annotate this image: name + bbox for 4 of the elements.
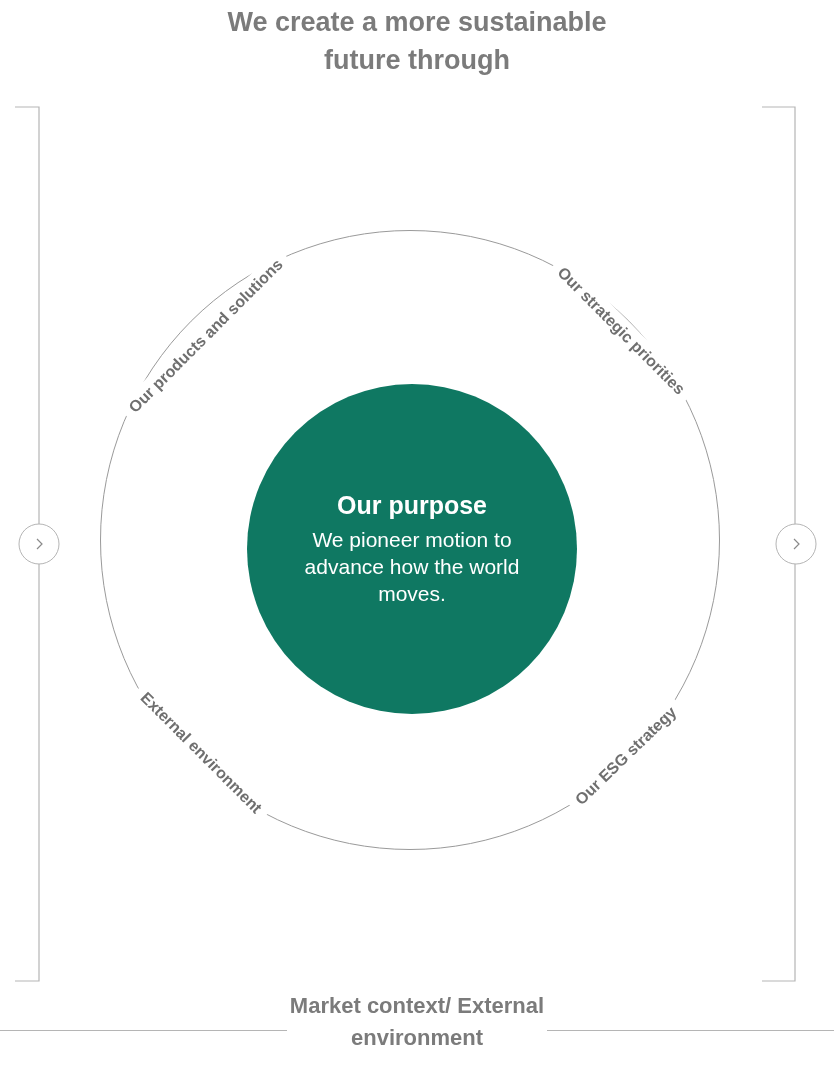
- purpose-statement: We pioneer motion to advance how the world moves.: [303, 526, 521, 608]
- purpose-heading: Our purpose: [337, 490, 487, 522]
- title: We create a more sustainable future through: [226, 6, 608, 77]
- outer-ring: [100, 230, 720, 850]
